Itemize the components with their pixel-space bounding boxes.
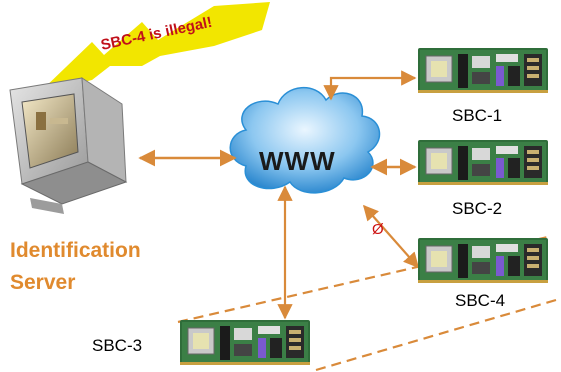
computer-monitor-icon xyxy=(9,77,128,214)
callout-splash-shape xyxy=(40,2,270,92)
sbc4-board: SBC-4 xyxy=(417,237,549,310)
sbc3-label: SBC-3 xyxy=(92,336,142,355)
circuit-board-icon xyxy=(417,237,549,284)
cloud-sbc1-link xyxy=(323,70,417,101)
circuit-board-icon xyxy=(179,319,311,366)
illegal-callout: SBC-4 is illegal! xyxy=(40,2,270,92)
sbc3-board: SBC-3 xyxy=(92,319,311,366)
cloud-label: WWW xyxy=(259,146,336,176)
sbc4-label: SBC-4 xyxy=(455,291,505,310)
sbc3-projection-lines xyxy=(177,234,557,372)
circuit-board-icon xyxy=(417,139,549,186)
sbc1-label: SBC-1 xyxy=(452,106,502,125)
sbc1-board: SBC-1 xyxy=(417,47,549,125)
server-label-line1: Identification xyxy=(10,239,141,262)
cloud-icon xyxy=(229,86,381,194)
server-label-line2: Server xyxy=(10,271,75,294)
sbc2-label: SBC-2 xyxy=(452,199,502,218)
circuit-board-icon xyxy=(417,47,549,94)
blocked-symbol: Ø xyxy=(372,221,384,238)
sbc2-board: SBC-2 xyxy=(417,139,549,218)
cloud-sbc4-blocked-link: Ø xyxy=(362,204,420,269)
